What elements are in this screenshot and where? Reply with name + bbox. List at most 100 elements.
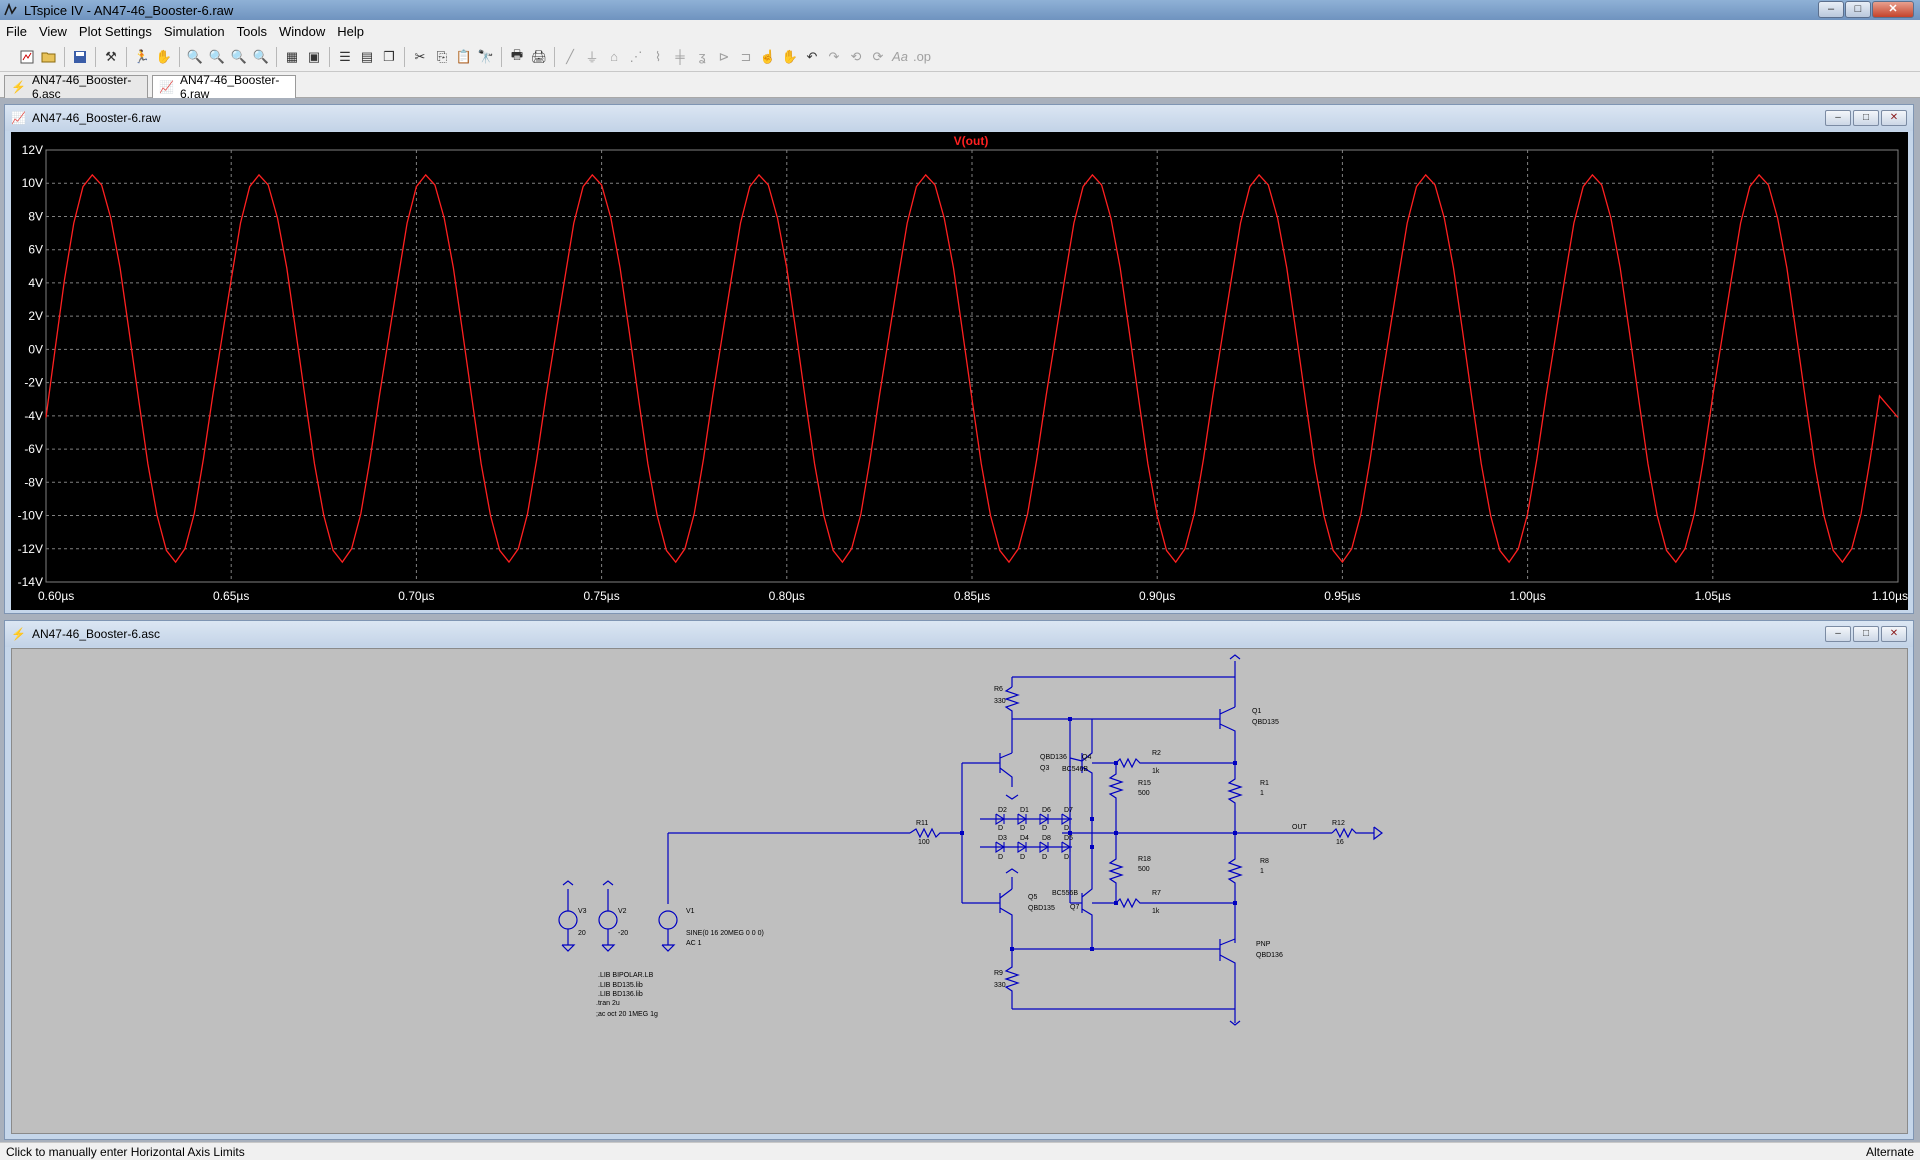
net-label-out[interactable]: OUT	[1292, 824, 1308, 831]
label-r2[interactable]: R2	[1152, 750, 1161, 757]
value-d6[interactable]: D	[1042, 825, 1047, 832]
redo-icon[interactable]: ↷	[828, 48, 840, 64]
x-tick-label[interactable]: 0.60µs	[38, 589, 74, 603]
move-icon[interactable]: ✋	[781, 48, 799, 64]
label-r9[interactable]: R9	[994, 970, 1003, 977]
text-icon[interactable]: Aa	[892, 49, 908, 64]
control-panel-icon[interactable]: ⚒	[105, 48, 117, 64]
label-r1[interactable]: R1	[1260, 780, 1269, 787]
y-tick-label[interactable]: -12V	[18, 542, 43, 556]
label-q4-model[interactable]: BC546B	[1062, 766, 1088, 773]
value-r12[interactable]: 16	[1336, 839, 1344, 846]
close-button[interactable]: ✕	[1881, 626, 1907, 642]
restore-button[interactable]: □	[1853, 626, 1879, 642]
value-v2[interactable]: -20	[618, 930, 628, 937]
x-tick-label[interactable]: 0.85µs	[954, 589, 990, 603]
value-d8[interactable]: D	[1042, 854, 1047, 861]
value-v1-ac[interactable]: AC 1	[686, 940, 702, 947]
label-d1[interactable]: D1	[1020, 807, 1029, 814]
value-v3[interactable]: 20	[578, 930, 586, 937]
label-q7[interactable]: Q7	[1070, 904, 1079, 911]
y-tick-label[interactable]: -8V	[24, 475, 43, 489]
value-r15[interactable]: 500	[1138, 790, 1150, 797]
label-d7[interactable]: D7	[1064, 807, 1073, 814]
label-pnp-model[interactable]: QBD136	[1256, 952, 1283, 959]
tab-waveform[interactable]: 📈 AN47-46_Booster-6.raw	[152, 73, 296, 101]
directive-tran[interactable]: .tran 2u	[596, 1000, 620, 1007]
save-icon[interactable]	[69, 46, 91, 68]
spice-directive-icon[interactable]: .op	[912, 49, 932, 64]
label-r7[interactable]: R7	[1152, 890, 1161, 897]
tab-schematic[interactable]: ⚡ AN47-46_Booster-6.asc	[4, 73, 148, 101]
paste-icon[interactable]: 📋	[455, 48, 473, 64]
label-r11[interactable]: R11	[916, 820, 928, 827]
label-d4[interactable]: D4	[1020, 835, 1029, 842]
trace-label-vout[interactable]: V(out)	[954, 134, 989, 148]
y-tick-label[interactable]: -6V	[24, 442, 43, 456]
menu-file[interactable]: File	[6, 23, 27, 39]
menu-window[interactable]: Window	[278, 23, 326, 39]
minimize-button[interactable]: –	[1818, 1, 1844, 18]
value-v1[interactable]: SINE(0 16 20MEG 0 0 0)	[686, 930, 764, 937]
restore-button[interactable]: □	[1853, 110, 1879, 126]
label-q3-model[interactable]: QBD136	[1040, 754, 1067, 761]
label-v3[interactable]: V3	[578, 908, 587, 915]
label-r8[interactable]: R8	[1260, 858, 1269, 865]
maximize-button[interactable]: □	[1845, 1, 1871, 18]
label-icon[interactable]: ⌂	[610, 49, 618, 64]
x-tick-label[interactable]: 0.75µs	[583, 589, 619, 603]
menu-plot-settings[interactable]: Plot Settings	[78, 23, 152, 39]
label-r6[interactable]: R6	[994, 686, 1003, 693]
autorange-icon[interactable]: ▦	[285, 48, 299, 64]
label-r15[interactable]: R15	[1138, 780, 1151, 787]
close-button[interactable]: ✕	[1872, 1, 1914, 18]
schematic-canvas[interactable]: R6 330 QBD136 Q3 Q4 BC546B R2 1k Q1 QBD1…	[11, 648, 1908, 1134]
print-setup-icon[interactable]: 🖶	[510, 46, 524, 62]
cut-icon[interactable]: ✂	[414, 48, 426, 64]
value-r7[interactable]: 1k	[1152, 908, 1160, 915]
new-schematic-icon[interactable]	[16, 46, 38, 68]
label-q1[interactable]: Q1	[1252, 708, 1261, 715]
zoom-full-icon[interactable]: ▣	[307, 48, 321, 64]
x-tick-label[interactable]: 1.00µs	[1509, 589, 1545, 603]
component-symbol-icon[interactable]: ⊐	[740, 48, 752, 64]
y-tick-label[interactable]: -14V	[18, 575, 43, 589]
inductor-icon[interactable]: ʓ	[698, 49, 706, 64]
ground-icon[interactable]: ⏚	[585, 50, 599, 65]
wire-icon[interactable]: ╱	[566, 48, 574, 64]
component-icon[interactable]: ⋰	[629, 48, 643, 64]
y-tick-label[interactable]: 0V	[28, 342, 43, 356]
y-tick-label[interactable]: 6V	[28, 243, 43, 257]
menu-view[interactable]: View	[38, 23, 67, 39]
label-r18[interactable]: R18	[1138, 856, 1151, 863]
drag-icon[interactable]: ☝	[759, 48, 777, 64]
x-tick-label[interactable]: 1.10µs	[1872, 589, 1908, 603]
value-r11[interactable]: 100	[918, 839, 930, 846]
y-tick-label[interactable]: -2V	[24, 376, 43, 390]
value-r2[interactable]: 1k	[1152, 768, 1160, 775]
x-tick-label[interactable]: 0.80µs	[769, 589, 805, 603]
capacitor-icon[interactable]: ╪	[675, 49, 685, 64]
zoom-in-icon[interactable]: 🔍	[186, 48, 204, 64]
value-r9[interactable]: 330	[994, 982, 1006, 989]
y-tick-label[interactable]: 4V	[28, 276, 43, 290]
label-q3[interactable]: Q3	[1040, 765, 1049, 772]
zoom-pan-icon[interactable]: 🔍	[208, 48, 226, 64]
directive-lib-bipolar[interactable]: .LIB BIPOLAR.LB	[598, 972, 654, 979]
diode-icon[interactable]: ⊳	[718, 48, 730, 64]
resistor-icon[interactable]: ⌇	[654, 48, 662, 64]
y-tick-label[interactable]: 8V	[28, 209, 43, 223]
minimize-button[interactable]: –	[1825, 626, 1851, 642]
label-q7-model[interactable]: BC556B	[1052, 890, 1078, 897]
directive-lib-bd135[interactable]: .LIB BD135.lib	[598, 982, 643, 989]
zoom-out-icon[interactable]: 🔍	[230, 48, 248, 64]
label-v2[interactable]: V2	[618, 908, 627, 915]
label-pnp[interactable]: PNP	[1256, 941, 1271, 948]
label-d3[interactable]: D3	[998, 835, 1007, 842]
value-r18[interactable]: 500	[1138, 866, 1150, 873]
y-tick-label[interactable]: 2V	[28, 309, 43, 323]
label-d2[interactable]: D2	[998, 807, 1007, 814]
copy-icon[interactable]: ⎘	[436, 48, 448, 64]
